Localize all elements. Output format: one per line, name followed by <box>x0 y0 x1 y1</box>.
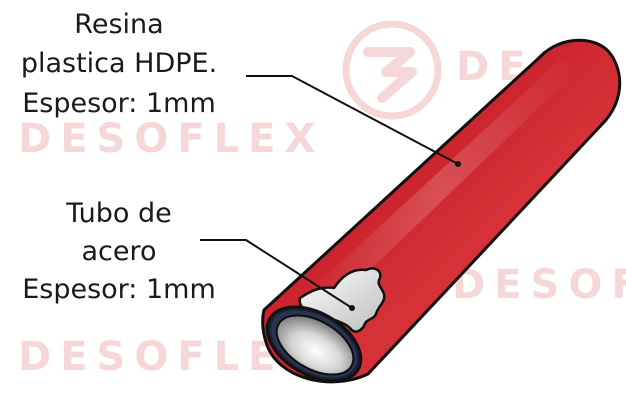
leader-line-steel <box>200 239 353 309</box>
label-inner-line-3: Espesor: 1mm <box>22 274 216 305</box>
label-inner-line-1: Tubo de <box>65 198 172 229</box>
label-outer-line-2: plastica HDPE. <box>21 48 217 79</box>
resin-highlight <box>300 60 578 318</box>
leader-line-resin <box>246 75 459 165</box>
watermark-text-right-bottom: DESOFL <box>452 262 626 308</box>
label-outer-line-3: Espesor: 1mm <box>22 88 216 119</box>
leader-lines <box>200 75 461 311</box>
leader-dot-steel <box>349 305 355 311</box>
pipe <box>261 38 622 384</box>
watermark-text-left-top: DESOFLEX <box>18 116 324 162</box>
label-inner: Tubo de acero Espesor: 1mm <box>22 198 216 305</box>
label-outer: Resina plastica HDPE. Espesor: 1mm <box>21 9 217 119</box>
leader-dot-resin <box>455 161 461 167</box>
watermark-logo-icon <box>342 20 442 120</box>
label-inner-line-2: acero <box>81 236 156 267</box>
pipe-end-steel <box>275 314 355 376</box>
label-outer-line-1: Resina <box>74 9 163 40</box>
